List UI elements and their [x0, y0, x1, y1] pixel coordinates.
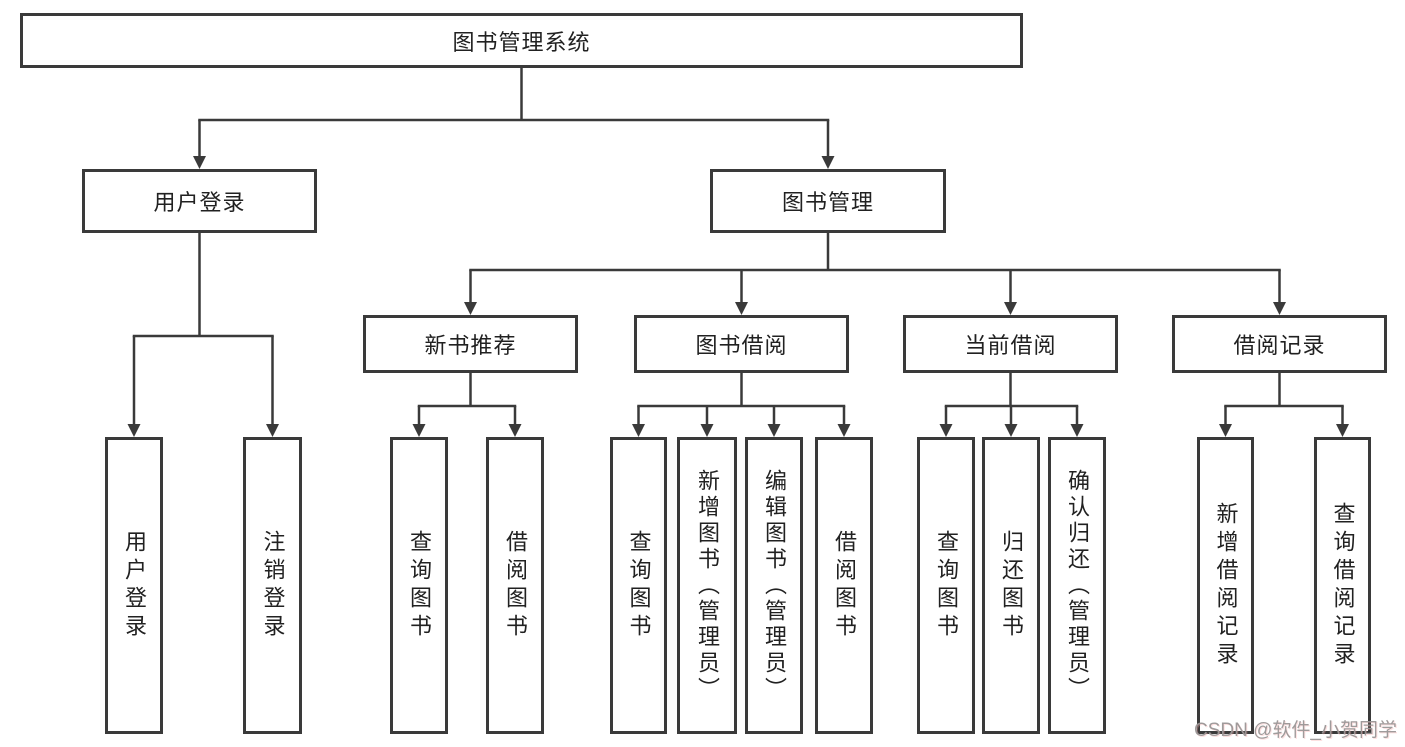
node-current-borrow: 当前借阅 [903, 315, 1118, 373]
node-leaf-confirm-return-admin: 确认归还（管理员） [1048, 437, 1106, 734]
node-label: 借阅图书 [832, 529, 857, 642]
node-label: 用户登录 [153, 190, 246, 215]
watermark-text: CSDN @软件_小贺同学 [1194, 720, 1397, 741]
node-label: 图书管理 [781, 190, 874, 215]
node-leaf-user-login: 用户登录 [105, 437, 163, 734]
node-leaf-query-borrow-record: 查询借阅记录 [1314, 437, 1371, 734]
node-book-management: 图书管理 [710, 169, 946, 233]
node-label: 查询图书 [407, 529, 432, 642]
node-label: 查询图书 [934, 529, 959, 642]
node-label: 查询借阅记录 [1330, 501, 1356, 670]
node-label: 编辑图书（管理员） [762, 468, 787, 703]
node-leaf-edit-books-admin: 编辑图书（管理员） [745, 437, 803, 734]
node-label: 确认归还（管理员） [1065, 468, 1090, 703]
node-leaf-add-books-admin: 新增图书（管理员） [677, 437, 737, 734]
node-leaf-logout: 注销登录 [243, 437, 302, 734]
node-label: 归还图书 [999, 529, 1024, 642]
node-new-book-recommend: 新书推荐 [363, 315, 578, 373]
node-label: 新增图书（管理员） [695, 468, 720, 703]
node-label: 注销登录 [260, 529, 286, 642]
node-label: 用户登录 [122, 529, 147, 642]
node-label: 图书管理系统 [452, 29, 591, 55]
node-book-borrow: 图书借阅 [634, 315, 849, 373]
node-label: 图书借阅 [695, 333, 788, 358]
node-label: 查询图书 [626, 529, 652, 642]
node-borrow-records: 借阅记录 [1172, 315, 1387, 373]
node-leaf-return-books: 归还图书 [982, 437, 1040, 734]
node-root: 图书管理系统 [20, 13, 1023, 68]
node-leaf-add-borrow-record: 新增借阅记录 [1197, 437, 1254, 734]
node-label: 借阅记录 [1233, 333, 1326, 358]
node-leaf-query-books-recommend: 查询图书 [390, 437, 448, 734]
node-user-login: 用户登录 [82, 169, 317, 233]
node-leaf-borrow-books-recommend: 借阅图书 [486, 437, 544, 734]
node-leaf-query-books-current: 查询图书 [917, 437, 975, 734]
node-leaf-borrow-books: 借阅图书 [815, 437, 873, 734]
node-label: 当前借阅 [964, 333, 1057, 358]
node-label: 新书推荐 [424, 333, 517, 358]
node-leaf-query-books-borrow: 查询图书 [610, 437, 667, 734]
node-label: 借阅图书 [503, 529, 528, 642]
node-label: 新增借阅记录 [1213, 501, 1239, 670]
